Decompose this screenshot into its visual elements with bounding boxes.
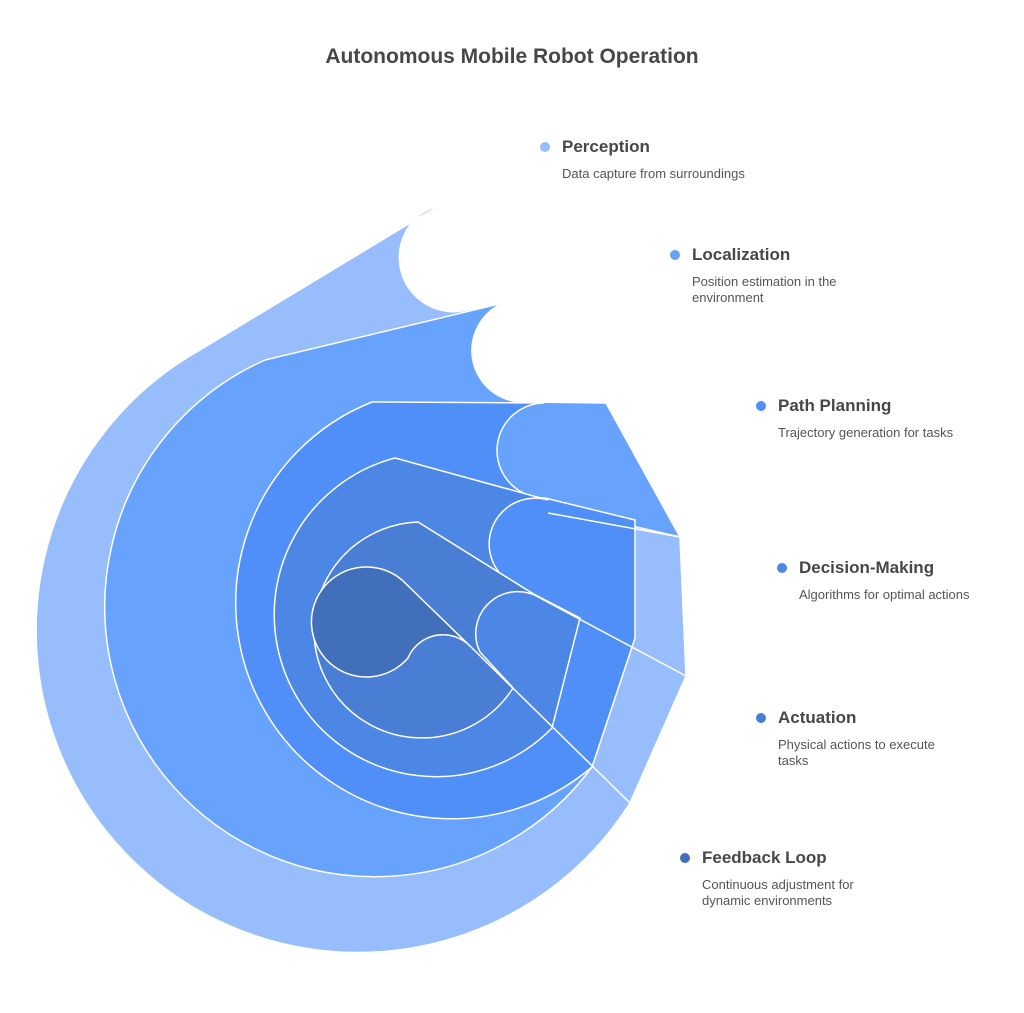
label-path-planning: Path Planning Trajectory generation for … — [756, 395, 1018, 441]
layer-title: Path Planning — [778, 396, 892, 415]
layer-description: Data capture from surroundings — [562, 166, 745, 181]
bullet-icon — [756, 713, 766, 723]
layer-description: Position estimation in the environment — [692, 274, 837, 305]
bullet-icon — [756, 401, 766, 411]
bullet-icon — [670, 250, 680, 260]
separator-line — [547, 512, 681, 538]
bullet-icon — [540, 142, 550, 152]
layer-description: Trajectory generation for tasks — [778, 425, 954, 440]
layer-feedback-loop — [310, 566, 472, 678]
layer-title: Perception — [562, 137, 650, 156]
label-localization: Localization Position estimation in the … — [670, 244, 932, 306]
layer-title: Decision-Making — [799, 558, 935, 577]
label-perception: Perception Data capture from surrounding… — [540, 136, 802, 182]
separator-line — [539, 597, 687, 677]
bullet-icon — [680, 853, 690, 863]
layer-title: Actuation — [778, 708, 857, 727]
layer-description: Continuous adjustment for dynamic enviro… — [702, 877, 854, 908]
layer-title: Feedback Loop — [702, 848, 827, 867]
label-feedback-loop: Feedback Loop Continuous adjustment for … — [680, 847, 942, 909]
diagram-title: Autonomous Mobile Robot Operation — [325, 45, 699, 68]
layer-title: Localization — [692, 245, 791, 264]
label-actuation: Actuation Physical actions to execute ta… — [756, 707, 1018, 769]
bullet-icon — [777, 563, 787, 573]
layer-description: Physical actions to execute tasks — [778, 737, 935, 768]
separator-line — [470, 646, 631, 804]
layer-description: Algorithms for optimal actions — [799, 587, 970, 602]
label-decision-making: Decision-Making Algorithms for optimal a… — [777, 557, 1024, 603]
